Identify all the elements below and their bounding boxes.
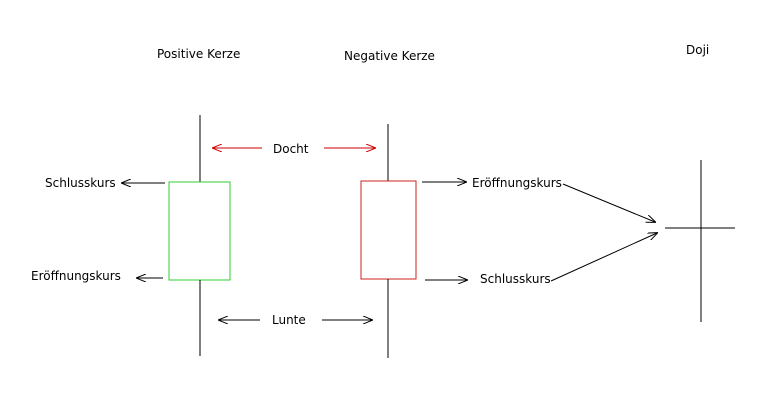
doji-candle [665,160,735,322]
label-docht: Docht [273,142,309,156]
label-close-positive: Schlusskurs [45,176,116,190]
negative-candle [360,124,417,358]
arrow-close-to-doji [550,233,657,282]
arrow-open-to-doji [562,183,655,222]
label-close-negative: Schlusskurs [480,272,551,286]
label-open-positive: Eröffnungskurs [31,269,121,283]
positive-candle [168,115,231,356]
positive-candle-body [168,181,231,281]
label-lunte: Lunte [272,313,306,327]
negative-candle-body [360,180,417,280]
title-positive-candle: Positive Kerze [157,47,240,61]
title-negative-candle: Negative Kerze [344,49,435,63]
label-open-negative: Eröffnungskurs [472,176,562,190]
title-doji: Doji [686,43,709,57]
